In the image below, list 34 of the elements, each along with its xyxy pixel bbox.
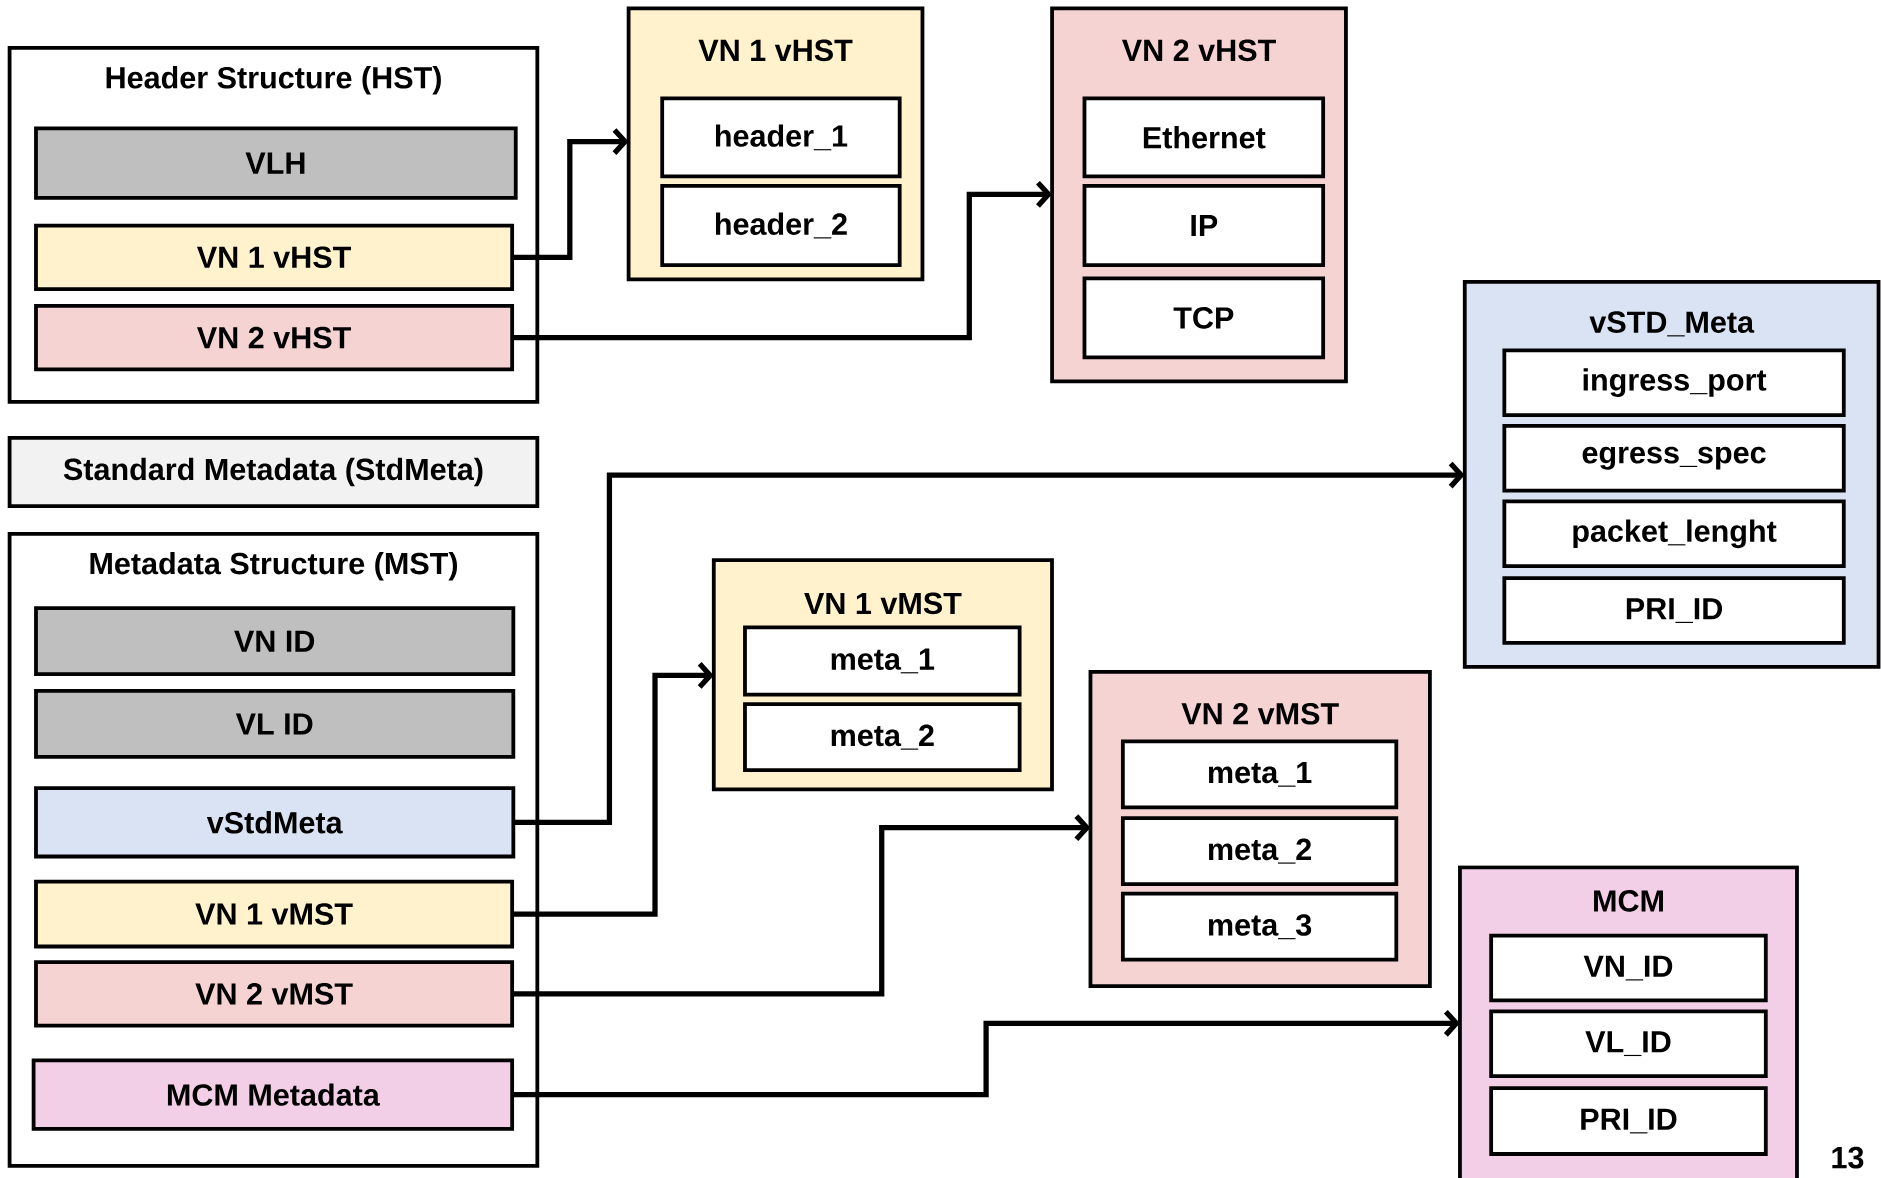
field-box: PRI_ID [1489, 1086, 1768, 1156]
field-box: VN 2 vMST [34, 960, 515, 1028]
field-box: TCP [1082, 276, 1326, 360]
field-box: VN 1 vMST [34, 879, 515, 949]
field-box: VN ID [34, 606, 516, 677]
field-box: meta_2 [1120, 816, 1399, 886]
field-box: PRI_ID [1502, 576, 1846, 645]
arrow [512, 814, 1091, 997]
field-box: header_2 [660, 184, 902, 267]
arrow [512, 1009, 1460, 1098]
field-box: packet_lenght [1502, 499, 1846, 569]
field-box: VN_ID [1489, 933, 1768, 1003]
field-box: meta_1 [743, 625, 1022, 697]
page-number: 13 [1832, 1146, 1864, 1169]
field-box: VL ID [34, 689, 516, 759]
field-box: IP [1082, 184, 1326, 267]
arrow [513, 461, 1465, 825]
arrow [512, 128, 629, 260]
field-box: VLH [34, 126, 518, 200]
field-box: VN 1 vHST [34, 223, 515, 291]
field-box: egress_spec [1502, 423, 1846, 493]
field-box: vStdMeta [34, 786, 516, 859]
field-box: meta_3 [1120, 891, 1399, 962]
field-box: MCM Metadata [31, 1058, 515, 1131]
field-box: VN 2 vHST [34, 304, 515, 372]
arrow [512, 180, 1053, 341]
field-box: meta_1 [1120, 739, 1399, 810]
field-box: ingress_port [1502, 348, 1846, 417]
field-box: VL_ID [1489, 1009, 1768, 1078]
field-box: Standard Metadata (StdMeta) [7, 435, 540, 509]
field-box: meta_2 [743, 702, 1022, 773]
field-box: header_1 [660, 96, 902, 179]
field-box: Ethernet [1082, 96, 1326, 179]
arrow [512, 662, 714, 917]
